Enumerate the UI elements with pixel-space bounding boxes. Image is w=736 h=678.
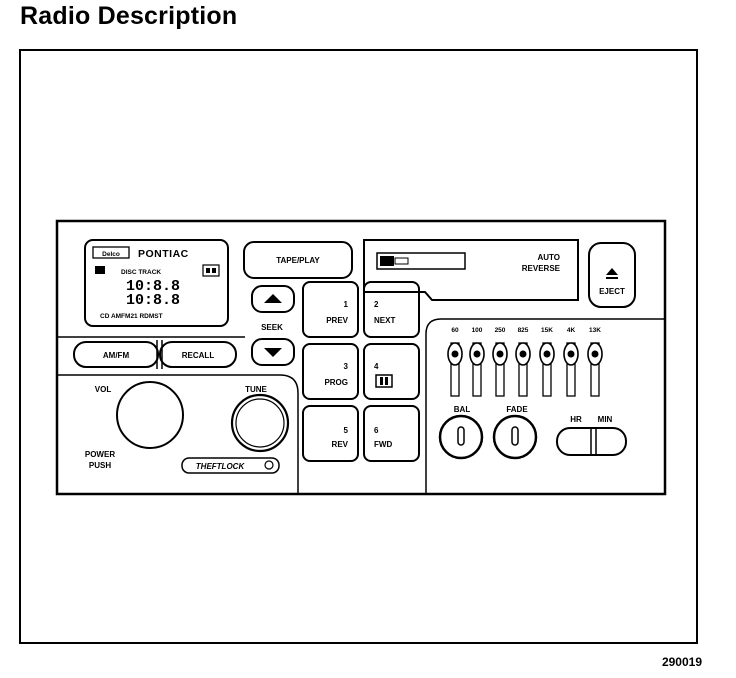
radio-icon xyxy=(95,266,105,274)
auto-label: AUTO xyxy=(537,253,560,262)
preset-6-button[interactable] xyxy=(363,405,420,462)
am-fm-button[interactable] xyxy=(73,341,159,368)
preset-4-num: 4 xyxy=(374,362,379,371)
eq-band-label: 250 xyxy=(495,327,506,334)
arrow-down-icon xyxy=(264,348,282,357)
seek-down-button[interactable] xyxy=(251,338,295,366)
preset-3-num: 3 xyxy=(344,362,349,371)
delco-logo: Delco xyxy=(102,251,120,258)
recall-label: RECALL xyxy=(182,351,215,360)
seek-up-button[interactable] xyxy=(251,285,295,313)
eject-icon xyxy=(606,268,618,275)
eq-band-label: 100 xyxy=(472,327,483,334)
preset-6-num: 6 xyxy=(374,426,379,435)
min-label: MIN xyxy=(598,415,613,424)
theftlock-led xyxy=(264,460,274,470)
preset-5-label: REV xyxy=(332,440,349,449)
seek-label: SEEK xyxy=(261,323,283,332)
eq-slider-dot xyxy=(473,350,481,358)
reverse-label: REVERSE xyxy=(522,264,561,273)
eq-slider-dot xyxy=(496,350,504,358)
preset-2-num: 2 xyxy=(374,300,379,309)
eq-band-label: 825 xyxy=(518,327,529,334)
tape-play-button[interactable] xyxy=(243,241,353,279)
equalizer[interactable]: 60 100 250 825 15K 4K 13K xyxy=(447,327,603,397)
eq-slider-dot xyxy=(543,350,551,358)
eq-slider-dot xyxy=(519,350,527,358)
theftlock-badge xyxy=(181,457,280,474)
eq-slider-dot xyxy=(567,350,575,358)
display-line1: DISC TRACK xyxy=(121,269,161,276)
eject-button[interactable] xyxy=(588,242,636,308)
eq-band-label: 15K xyxy=(541,327,553,334)
push-label: PUSH xyxy=(89,461,111,470)
fade-knob[interactable] xyxy=(492,414,538,460)
display-digits-top: 10:8.8 xyxy=(126,278,180,295)
am-fm-label: AM/FM xyxy=(103,351,130,360)
eq-band-label: 60 xyxy=(451,327,459,334)
arrow-up-icon xyxy=(264,294,282,303)
tune-knob[interactable] xyxy=(230,393,290,453)
theftlock-label: THEFTLOCK xyxy=(196,462,246,471)
figure-number: 290019 xyxy=(661,655,702,669)
tune-label: TUNE xyxy=(245,385,267,394)
display-line3: CD AMFM21 RDMST xyxy=(100,313,163,320)
preset-2-label: NEXT xyxy=(374,316,395,325)
fade-label: FADE xyxy=(506,405,528,414)
page-title: Radio Description xyxy=(20,2,238,30)
figure-frame xyxy=(19,49,698,644)
bal-label: BAL xyxy=(454,405,471,414)
preset-2-button[interactable] xyxy=(363,281,420,338)
preset-5-button[interactable] xyxy=(302,405,359,462)
vol-label: VOL xyxy=(95,385,112,394)
pontiac-logo: PONTIAC xyxy=(138,248,189,260)
preset-1-button[interactable] xyxy=(302,281,359,338)
cassette-indicator-icon xyxy=(202,264,220,277)
radio-faceplate xyxy=(55,219,667,496)
eq-band-label: 4K xyxy=(567,327,576,334)
display-panel xyxy=(84,239,229,327)
balance-knob[interactable] xyxy=(438,414,484,460)
hr-label: HR xyxy=(570,415,582,424)
eq-slider-dot xyxy=(591,350,599,358)
pause-icon xyxy=(375,374,393,388)
eject-label: EJECT xyxy=(599,287,625,296)
cassette-slot xyxy=(363,239,579,301)
preset-3-label: PROG xyxy=(324,378,348,387)
preset-1-num: 1 xyxy=(344,300,349,309)
eq-band-label: 13K xyxy=(589,327,601,334)
preset-3-button[interactable] xyxy=(302,343,359,400)
eq-slider-dot xyxy=(451,350,459,358)
recall-button[interactable] xyxy=(159,341,237,368)
cassette-door xyxy=(376,252,466,270)
display-digits-bottom: 10:8.8 xyxy=(126,292,180,309)
volume-knob[interactable] xyxy=(116,381,184,449)
preset-4-button[interactable] xyxy=(363,343,420,400)
preset-6-label: FWD xyxy=(374,440,392,449)
power-label: POWER xyxy=(85,450,115,459)
delco-logo-box xyxy=(92,246,130,259)
tape-play-label: TAPE/PLAY xyxy=(276,256,320,265)
preset-5-num: 5 xyxy=(344,426,349,435)
preset-1-label: PREV xyxy=(326,316,348,325)
